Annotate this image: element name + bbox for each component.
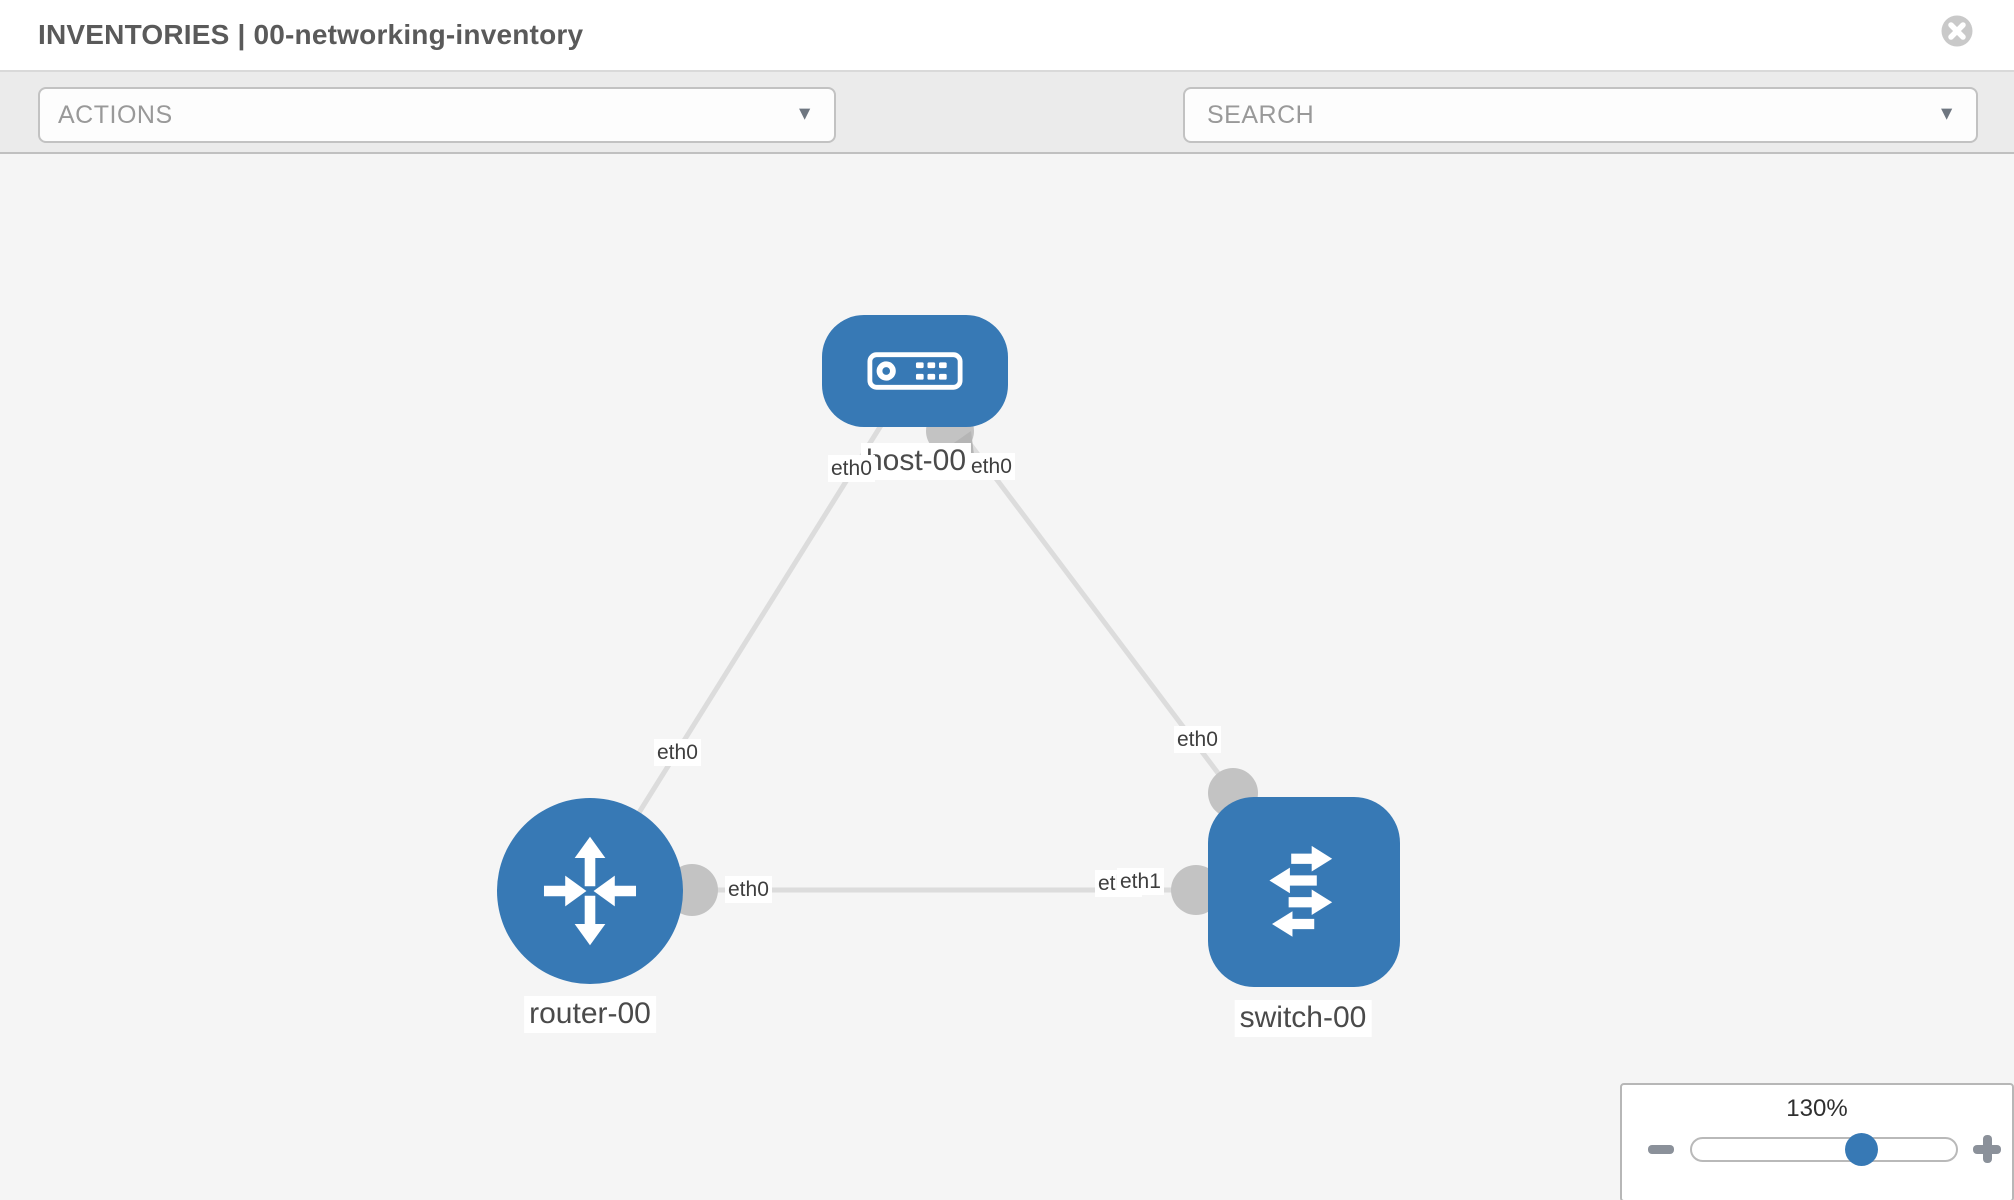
actions-label: ACTIONS xyxy=(58,100,173,129)
interface-label-host-eth0-right: eth0 xyxy=(968,453,1015,481)
zoom-in-button[interactable] xyxy=(1973,1135,2001,1163)
interface-label-switch-eth0: eth0 xyxy=(1174,726,1221,754)
close-icon xyxy=(1941,15,1973,47)
zoom-out-button[interactable] xyxy=(1648,1144,1674,1154)
node-label-host: host-00 xyxy=(860,443,972,480)
switch-arrows-icon xyxy=(1269,845,1333,937)
search-placeholder: SEARCH xyxy=(1207,100,1315,129)
zoom-slider-track[interactable] xyxy=(1690,1132,1958,1166)
zoom-level-value: 130% xyxy=(1786,1095,1848,1122)
chevron-down-icon: ▼ xyxy=(795,103,814,125)
search-dropdown[interactable]: SEARCH ▼ xyxy=(1183,87,1978,143)
header: INVENTORIES | 00-networking-inventory xyxy=(0,0,2014,72)
interface-label-link-router-eth0: eth0 xyxy=(725,876,772,904)
zoom-control-panel: 130% xyxy=(1620,1083,2014,1200)
toolbar: ACTIONS ▼ SEARCH ▼ xyxy=(0,72,2014,205)
topology-edges-layer xyxy=(587,369,1258,916)
node-switch-00[interactable] xyxy=(1208,797,1400,987)
close-button[interactable] xyxy=(1941,15,1973,47)
router-arrows-icon xyxy=(543,836,637,946)
zoom-slider-row xyxy=(1622,1129,2012,1169)
chevron-down-icon: ▼ xyxy=(1937,103,1956,125)
interface-label-router-eth0: eth0 xyxy=(654,739,701,767)
server-icon xyxy=(867,352,963,390)
interface-label-link-switch-eth1: eth1 xyxy=(1117,868,1164,896)
interface-label-host-eth0-left: eth0 xyxy=(828,455,875,483)
node-router-00[interactable] xyxy=(497,798,683,984)
node-host-00[interactable] xyxy=(822,315,1008,427)
node-label-switch: switch-00 xyxy=(1234,1000,1372,1037)
page-title: INVENTORIES | 00-networking-inventory xyxy=(38,19,584,50)
topology-canvas[interactable]: host-00 router-00 switch-00 eth0 eth0 et… xyxy=(0,154,2014,1200)
plus-icon xyxy=(1983,1135,1992,1163)
actions-dropdown[interactable]: ACTIONS ▼ xyxy=(38,87,836,143)
zoom-slider-thumb[interactable] xyxy=(1845,1132,1878,1166)
node-label-router: router-00 xyxy=(524,996,656,1033)
